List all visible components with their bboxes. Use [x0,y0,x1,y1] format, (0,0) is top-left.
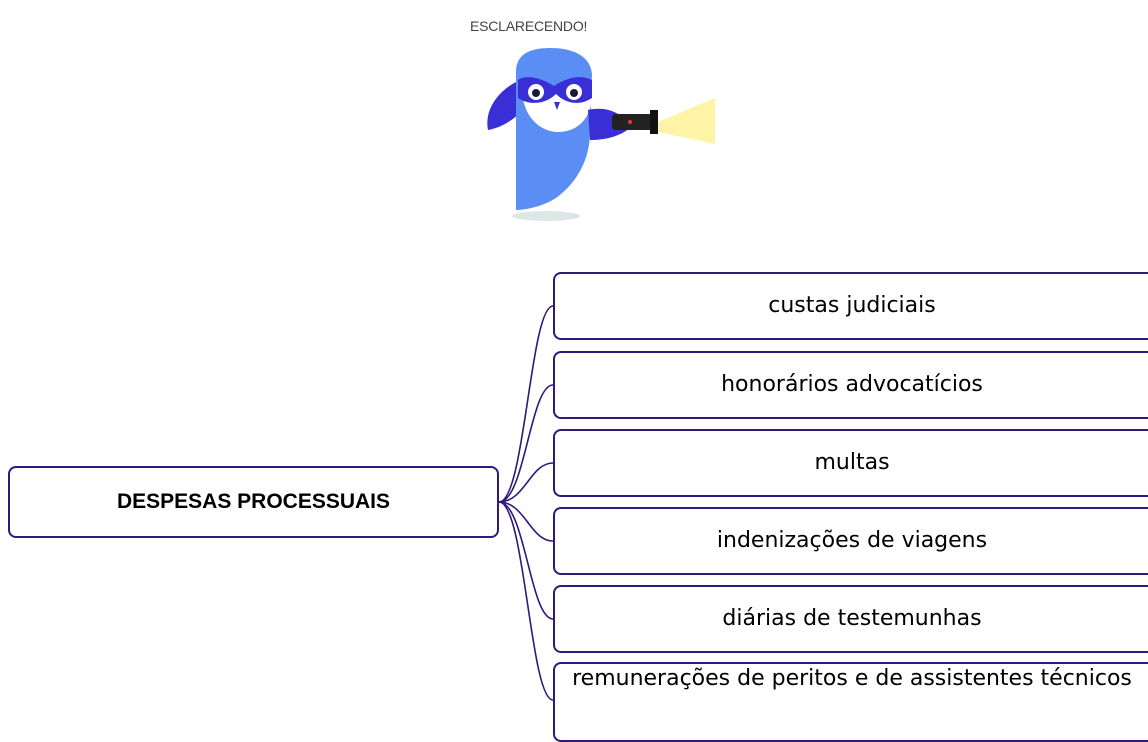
connector-line [498,501,554,542]
connector-line [498,462,554,503]
child-node-honorarios: honorários advocatícios [553,351,1148,419]
child-node-multas: multas [553,429,1148,497]
connector-lines [498,305,554,701]
child-node-diarias: diárias de testemunhas [553,585,1148,653]
child-node-remuneracoes: remunerações de peritos e de assistentes… [553,662,1148,742]
child-node-custas: custas judiciais [553,272,1148,340]
connector-line [498,384,554,503]
connector-line [498,305,554,503]
owl-flashlight-icon [487,48,715,221]
mascot-caption: ESCLARECENDO! [470,18,588,34]
connector-line [498,501,554,701]
child-node-indenizacoes: indenizações de viagens [553,507,1148,575]
connector-line [498,501,554,620]
root-node: DESPESAS PROCESSUAIS [8,466,499,538]
